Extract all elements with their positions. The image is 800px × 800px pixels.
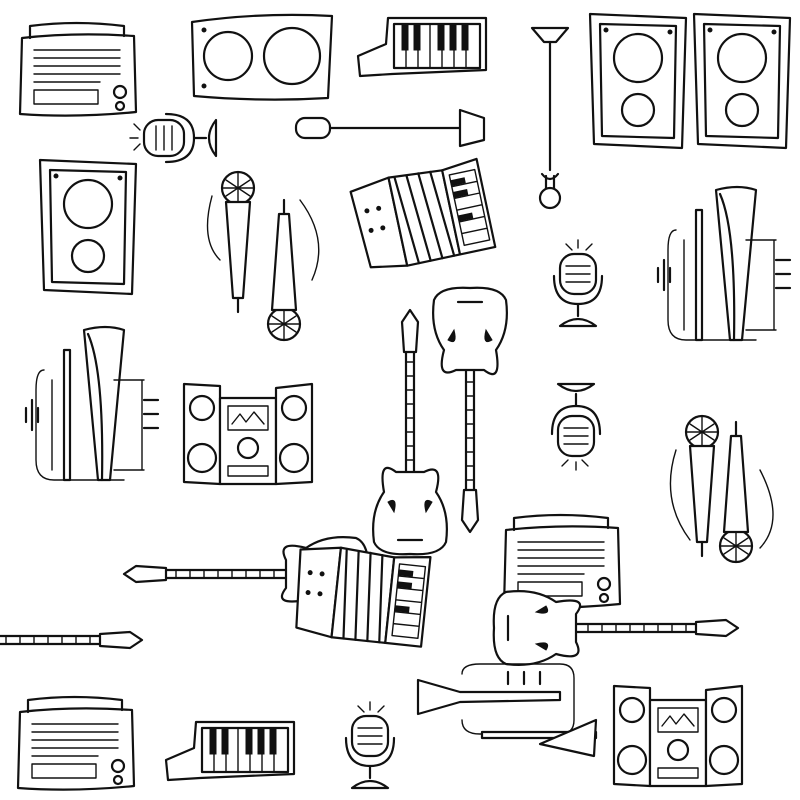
accordion-icon <box>348 157 497 276</box>
microphone-stand-icon <box>296 110 484 146</box>
trumpet-icon <box>418 664 596 756</box>
speaker-icon <box>190 13 334 101</box>
vintage-microphone-icon <box>344 700 396 790</box>
vintage-microphone-icon <box>128 112 218 164</box>
speaker-icon <box>692 12 792 150</box>
microphone-stand-icon <box>532 28 568 208</box>
handheld-microphone-icon <box>208 170 319 342</box>
radio-icon <box>18 21 138 117</box>
speaker-icon <box>588 12 688 150</box>
electric-guitar-icon <box>0 602 144 678</box>
radio-icon <box>16 695 136 791</box>
electric-guitar-icon <box>432 286 508 534</box>
electric-guitar-icon <box>372 308 448 556</box>
vintage-microphone-icon <box>550 382 602 472</box>
handheld-microphone-icon <box>670 414 773 564</box>
stereo-system-icon <box>612 684 744 788</box>
accordion-icon <box>290 542 432 648</box>
trumpet-icon <box>656 185 792 342</box>
speaker-icon <box>38 158 138 296</box>
vintage-microphone-icon <box>552 238 604 328</box>
trumpet-icon <box>24 325 160 482</box>
keytar-icon <box>356 16 488 78</box>
stereo-system-icon <box>182 382 314 486</box>
keytar-icon <box>164 720 296 782</box>
